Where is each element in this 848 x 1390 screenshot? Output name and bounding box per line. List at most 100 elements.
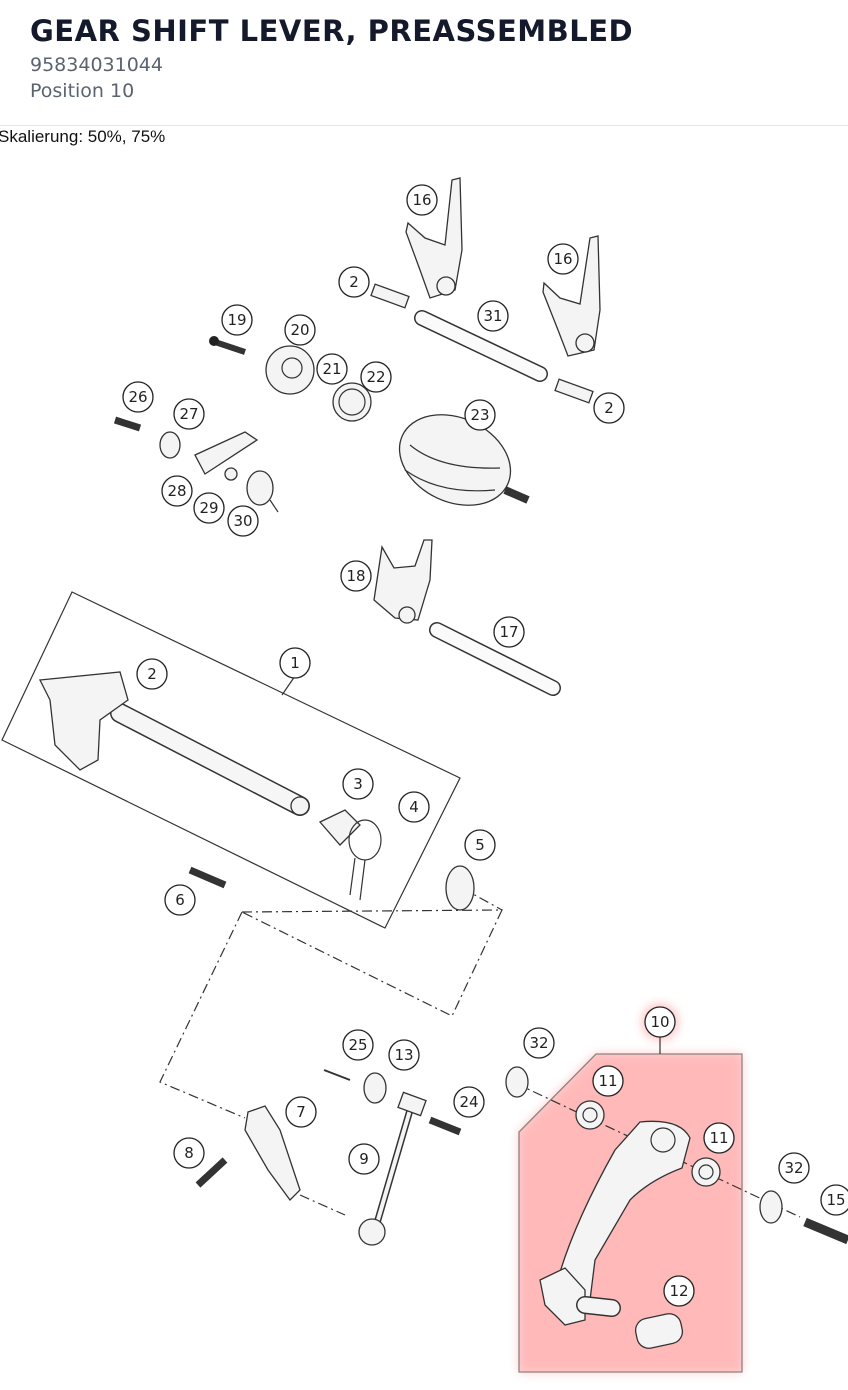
svg-text:26: 26 (128, 388, 147, 406)
locking-lever-icon (318, 809, 361, 846)
svg-text:19: 19 (227, 311, 246, 329)
svg-text:5: 5 (475, 836, 485, 854)
callout-22[interactable]: 22 (360, 361, 392, 393)
shift-fork-icon (405, 177, 463, 299)
callout-2[interactable]: 2 (338, 266, 370, 298)
callout-31[interactable]: 31 (477, 300, 509, 332)
callout-2[interactable]: 2 (593, 392, 625, 424)
torsion-spring-icon (246, 470, 279, 513)
callout-6[interactable]: 6 (164, 884, 196, 916)
callout-23[interactable]: 23 (464, 399, 496, 431)
shift-shaft-head-icon (38, 671, 129, 771)
svg-text:16: 16 (412, 191, 431, 209)
part-header: GEAR SHIFT LEVER, PREASSEMBLED 958340310… (0, 0, 848, 126)
svg-text:11: 11 (709, 1129, 728, 1147)
callout-26[interactable]: 26 (122, 381, 154, 413)
svg-text:24: 24 (459, 1093, 478, 1111)
scale-note: Skalierung: 50%, 75% (0, 127, 166, 146)
page-title: GEAR SHIFT LEVER, PREASSEMBLED (30, 14, 634, 48)
callout-28[interactable]: 28 (161, 475, 193, 507)
callout-5[interactable]: 5 (464, 829, 496, 861)
callout-13[interactable]: 13 (388, 1039, 420, 1071)
spring-icon (554, 378, 594, 404)
washer-icon (445, 865, 475, 911)
spring-icon (370, 283, 410, 309)
callout-15[interactable]: 15 (820, 1184, 848, 1216)
svg-text:6: 6 (175, 891, 185, 909)
callout-32[interactable]: 32 (778, 1152, 810, 1184)
bolt-icon (209, 336, 246, 355)
callout-16[interactable]: 16 (406, 184, 438, 216)
linkage-rod-icon (358, 1091, 427, 1246)
callout-2[interactable]: 2 (136, 658, 168, 690)
svg-text:18: 18 (346, 567, 365, 585)
svg-text:1: 1 (290, 654, 300, 672)
callout-24[interactable]: 24 (453, 1086, 485, 1118)
svg-text:2: 2 (147, 665, 157, 683)
callout-8[interactable]: 8 (173, 1137, 205, 1169)
callout-19[interactable]: 19 (221, 304, 253, 336)
pin-icon (323, 1069, 351, 1081)
shift-arm-icon (244, 1105, 301, 1201)
svg-text:22: 22 (366, 368, 385, 386)
svg-text:17: 17 (499, 623, 518, 641)
foot-peg-rubber-icon (634, 1313, 684, 1349)
svg-text:2: 2 (349, 273, 359, 291)
callout-30[interactable]: 30 (227, 505, 259, 537)
bolt-icon (195, 1157, 228, 1188)
svg-text:27: 27 (179, 405, 198, 423)
bolt-icon (188, 866, 227, 889)
shift-fork-icon (542, 235, 601, 357)
washer-icon (363, 1072, 387, 1104)
svg-text:8: 8 (184, 1144, 194, 1162)
callout-1[interactable]: 1 (279, 647, 311, 679)
svg-text:13: 13 (394, 1046, 413, 1064)
screw-icon (113, 416, 142, 432)
position-label: Position 10 (30, 80, 135, 102)
svg-text:7: 7 (296, 1103, 306, 1121)
svg-text:20: 20 (290, 321, 309, 339)
svg-text:32: 32 (784, 1159, 803, 1177)
callout-7[interactable]: 7 (285, 1096, 317, 1128)
svg-text:9: 9 (359, 1150, 369, 1168)
callout-20[interactable]: 20 (284, 314, 316, 346)
callout-11[interactable]: 11 (703, 1122, 735, 1154)
svg-text:25: 25 (348, 1036, 367, 1054)
svg-text:15: 15 (826, 1191, 845, 1209)
bolt-icon (803, 1217, 848, 1245)
callout-17[interactable]: 17 (493, 616, 525, 648)
svg-text:30: 30 (233, 512, 252, 530)
bolt-icon (428, 1116, 462, 1136)
return-spring-icon (348, 819, 382, 901)
svg-text:3: 3 (353, 775, 363, 793)
callout-10[interactable]: 10 (644, 1006, 676, 1038)
svg-text:32: 32 (529, 1034, 548, 1052)
svg-text:29: 29 (199, 499, 218, 517)
callout-32[interactable]: 32 (523, 1027, 555, 1059)
callout-27[interactable]: 27 (173, 398, 205, 430)
callout-29[interactable]: 29 (193, 492, 225, 524)
callout-3[interactable]: 3 (342, 768, 374, 800)
washer-icon (159, 431, 181, 459)
gear-shift-lever-icon[interactable] (539, 1100, 721, 1350)
washer-icon (759, 1190, 783, 1224)
callout-25[interactable]: 25 (342, 1029, 374, 1061)
callout-9[interactable]: 9 (348, 1143, 380, 1175)
callout-21[interactable]: 21 (316, 353, 348, 385)
linkage-frame (241, 909, 503, 1017)
callout-18[interactable]: 18 (340, 560, 372, 592)
callout-16[interactable]: 16 (547, 243, 579, 275)
svg-text:10: 10 (650, 1013, 669, 1031)
shift-lever-plate-icon (194, 431, 259, 475)
washer-icon (505, 1066, 529, 1098)
callout-12[interactable]: 12 (663, 1275, 695, 1307)
svg-text:11: 11 (598, 1072, 617, 1090)
part-number: 95834031044 (30, 54, 163, 76)
callout-4[interactable]: 4 (398, 791, 430, 823)
rotor-icon (265, 345, 315, 395)
svg-text:4: 4 (409, 798, 419, 816)
shift-fork-icon (373, 539, 433, 624)
callout-11[interactable]: 11 (592, 1065, 624, 1097)
svg-text:28: 28 (167, 482, 186, 500)
